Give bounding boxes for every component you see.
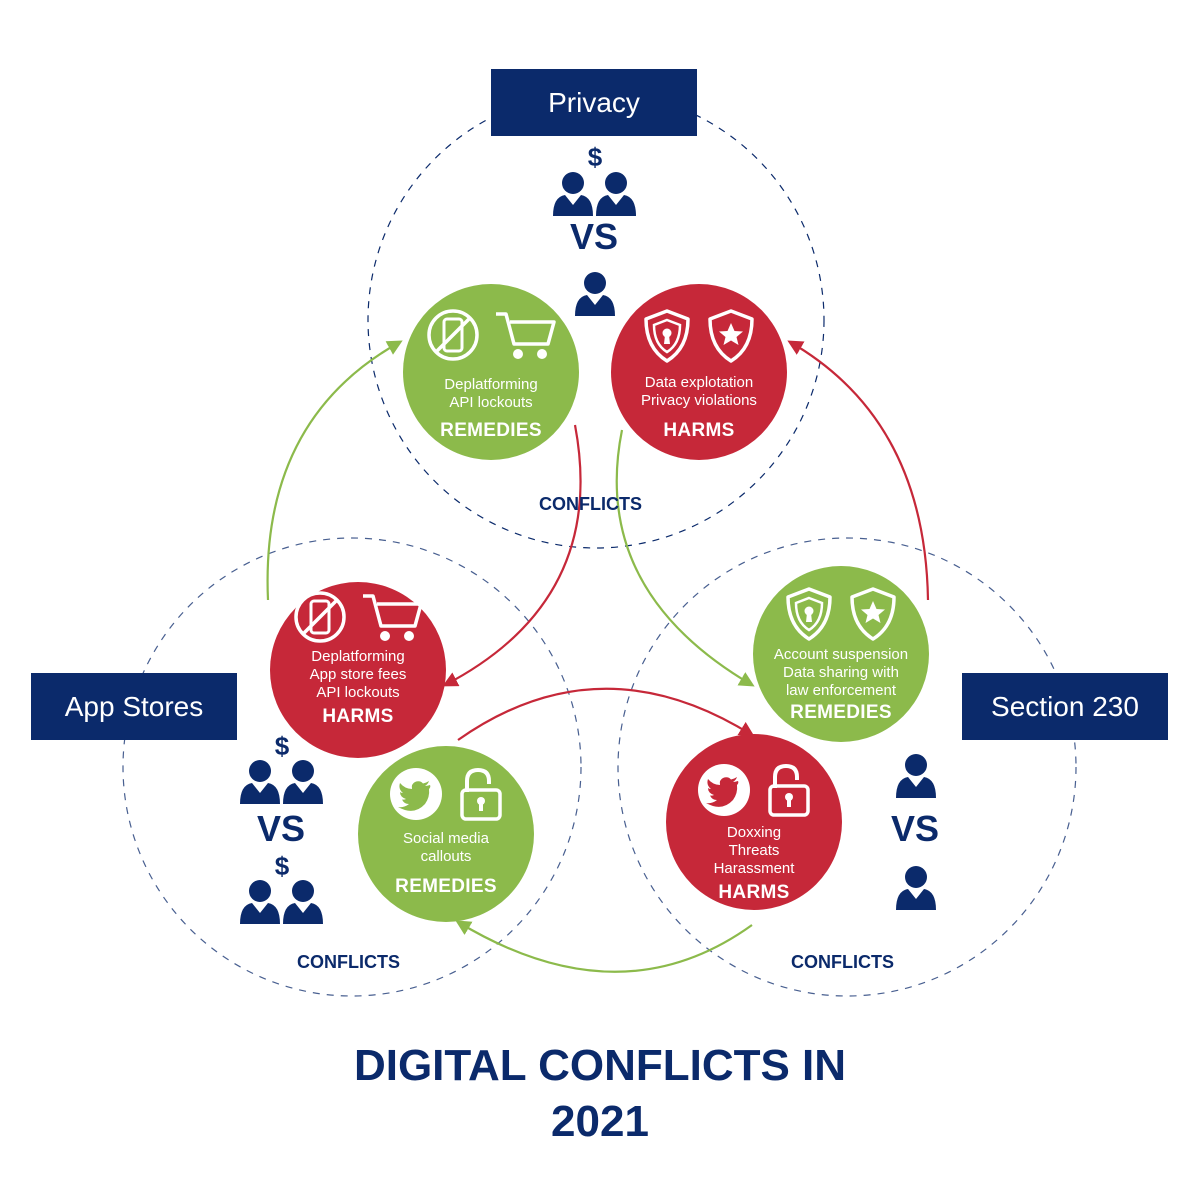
privacy-remedies-line-1: Deplatforming [444, 376, 538, 393]
dollar-icon: $ [275, 731, 290, 761]
section230-harms-line-1: Doxxing [726, 824, 782, 841]
section230-harms-label: HARMS [718, 882, 790, 903]
app-stores-header-text: App Stores [64, 690, 204, 722]
privacy-header: Privacy [491, 69, 697, 136]
section230-header-text: Section 230 [991, 690, 1139, 722]
app-stores-remedies-circle: Social media callouts REMEDIES [358, 746, 534, 922]
badge-star-icon [850, 587, 896, 641]
privacy-vs-label: VS [570, 216, 619, 257]
page-title: DIGITAL CONFLICTS IN 2021 [0, 1038, 1200, 1150]
dollar-icon: $ [275, 851, 290, 881]
app-stores-conflicts-label: CONFLICTS [297, 952, 400, 972]
section230-dashed-circle [617, 537, 1077, 997]
section230-vs-label: VS [891, 808, 940, 849]
privacy-header-text: Privacy [548, 86, 640, 118]
app-stores-remedies-line-2: callouts [420, 848, 472, 865]
section230-remedies-line-1: Account suspension [773, 646, 909, 663]
app-stores-harms-line-3: API lockouts [316, 684, 400, 701]
privacy-remedies-line-2: API lockouts [449, 394, 533, 411]
person-icon [553, 172, 593, 216]
app-stores-vs-label: VS [257, 808, 306, 849]
person-icon [283, 760, 323, 804]
person-icon [240, 880, 280, 924]
person-icon [896, 754, 936, 798]
arrow-red-right [787, 340, 930, 601]
privacy-harms-line-1: Data explotation [644, 374, 754, 391]
badge-star-icon [708, 309, 754, 363]
padlock-open-icon [768, 763, 810, 817]
shield-keyhole-icon [644, 309, 690, 363]
privacy-remedies-circle: Deplatforming API lockouts REMEDIES [403, 284, 579, 460]
title-line-2: 2021 [551, 1097, 649, 1146]
arrow-green-bottom [455, 920, 753, 973]
app-stores-harms-label: HARMS [322, 706, 394, 727]
arrow-red-bottom [457, 687, 755, 741]
section230-conflicts-label: CONFLICTS [791, 952, 894, 972]
section230-remedies-label: REMEDIES [790, 702, 892, 723]
privacy-harms-circle: Data explotation Privacy violations HARM… [611, 284, 787, 460]
app-stores-header: App Stores [31, 673, 237, 740]
app-stores-harms-line-1: Deplatforming [311, 648, 405, 665]
section230-harms-circle: Doxxing Threats Harassment HARMS [666, 734, 842, 910]
section230-remedies-circle: Account suspension Data sharing with law… [753, 566, 929, 742]
cart-icon [363, 594, 423, 641]
no-phone-icon [294, 591, 346, 643]
privacy-conflicts-label: CONFLICTS [539, 494, 642, 514]
twitter-bird-icon [390, 768, 442, 820]
person-icon [596, 172, 636, 216]
privacy-harms-line-2: Privacy violations [641, 392, 757, 409]
dollar-icon: $ [588, 142, 603, 172]
arrow-red-center-down [442, 424, 582, 687]
person-icon [575, 272, 615, 316]
twitter-bird-icon [698, 764, 750, 816]
privacy-dashed-circle [367, 91, 825, 549]
app-stores-harms-circle: Deplatforming App store fees API lockout… [270, 582, 446, 758]
app-stores-dashed-circle [122, 537, 582, 997]
app-stores-remedies-line-1: Social media [403, 830, 489, 847]
privacy-people-group: $ [553, 142, 636, 316]
app-stores-harms-line-2: App store fees [309, 666, 407, 683]
section230-remedies-line-3: law enforcement [785, 682, 897, 699]
section230-harms-line-3: Harassment [713, 860, 795, 877]
person-icon [896, 866, 936, 910]
arrow-green-left [266, 340, 403, 601]
cart-icon [496, 312, 556, 359]
arrow-green-center-down [615, 429, 755, 687]
section230-remedies-line-2: Data sharing with [783, 664, 899, 681]
person-icon [283, 880, 323, 924]
title-line-1: DIGITAL CONFLICTS IN [353, 1041, 847, 1090]
section230-harms-line-2: Threats [728, 842, 780, 859]
privacy-harms-label: HARMS [663, 420, 735, 441]
app-stores-people-group: $ $ [240, 731, 323, 924]
app-stores-remedies-label: REMEDIES [395, 876, 497, 897]
section230-header: Section 230 [962, 673, 1168, 740]
privacy-remedies-label: REMEDIES [440, 420, 542, 441]
padlock-open-icon [460, 767, 502, 821]
shield-keyhole-icon [786, 587, 832, 641]
no-phone-icon [427, 309, 479, 361]
person-icon [240, 760, 280, 804]
